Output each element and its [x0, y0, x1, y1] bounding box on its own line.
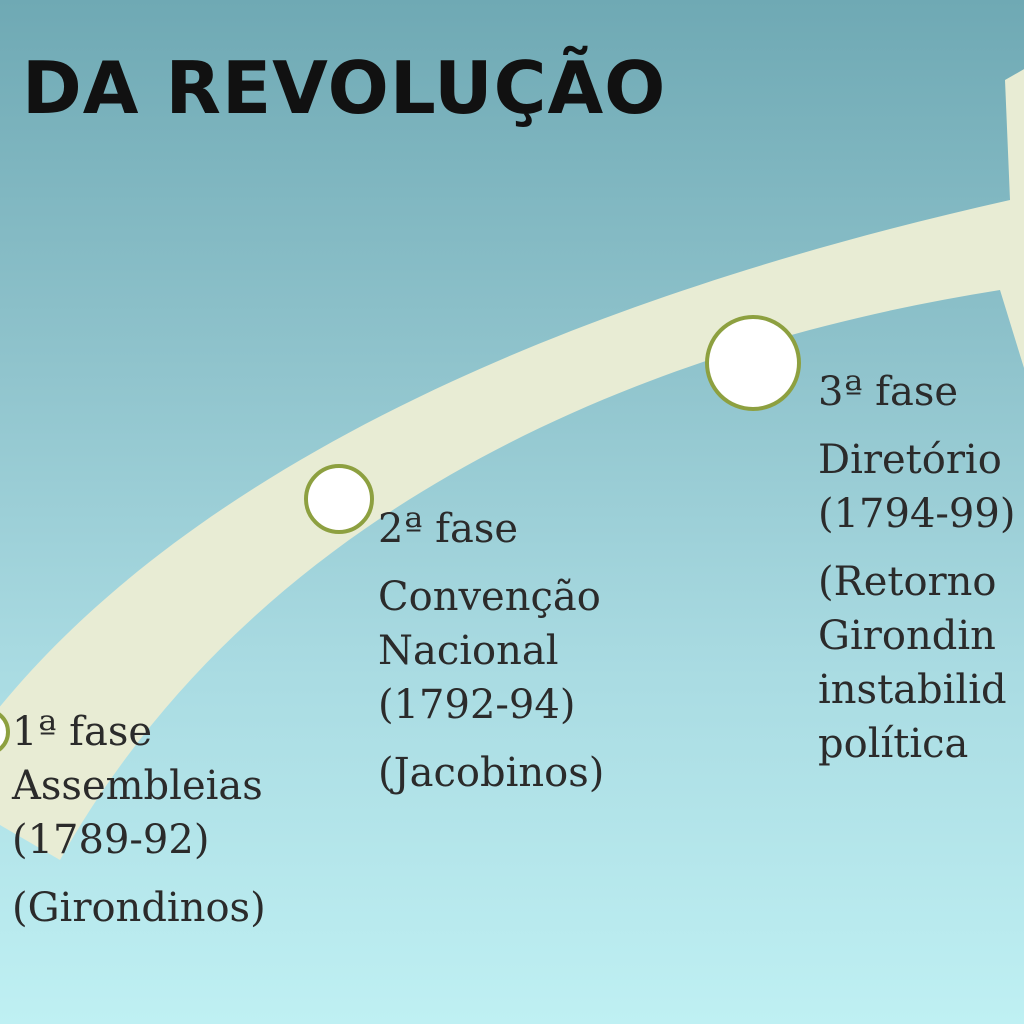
- phase-2: 2ª fase Convenção Nacional (1792-94) (Ja…: [378, 502, 604, 800]
- page-title: DA REVOLUÇÃO: [22, 46, 667, 130]
- phase-1: 1ª fase Assembleias (1789-92) (Girondino…: [12, 705, 266, 935]
- phase-1-label: 1ª fase: [12, 709, 153, 755]
- phase-2-label: 2ª fase: [378, 506, 519, 552]
- phase-2-name-line-1: Convenção: [378, 574, 601, 620]
- phase-3-group-line-3: instabilid: [818, 667, 1007, 713]
- phase-3: 3ª fase Diretório (1794-99) (Retorno Gir…: [818, 365, 1015, 771]
- phase-3-group-line-1: (Retorno: [818, 559, 997, 605]
- phase-3-label: 3ª fase: [818, 369, 959, 415]
- phase-3-name: Diretório: [818, 437, 1002, 483]
- arrow-body: [0, 69, 1024, 860]
- phase-3-group-line-2: Girondin: [818, 613, 996, 659]
- phase-1-name: Assembleias: [12, 763, 263, 809]
- phase-2-group: (Jacobinos): [378, 750, 605, 796]
- phase-1-group: (Girondinos): [12, 885, 266, 931]
- phase-2-period: (1792-94): [378, 682, 576, 728]
- phase-3-group-line-4: política: [818, 721, 969, 767]
- phase-2-name-line-2: Nacional: [378, 628, 559, 674]
- phase-3-period: (1794-99): [818, 491, 1016, 537]
- phase-3-marker: [705, 315, 801, 411]
- phase-2-marker: [304, 464, 374, 534]
- phase-1-period: (1789-92): [12, 817, 210, 863]
